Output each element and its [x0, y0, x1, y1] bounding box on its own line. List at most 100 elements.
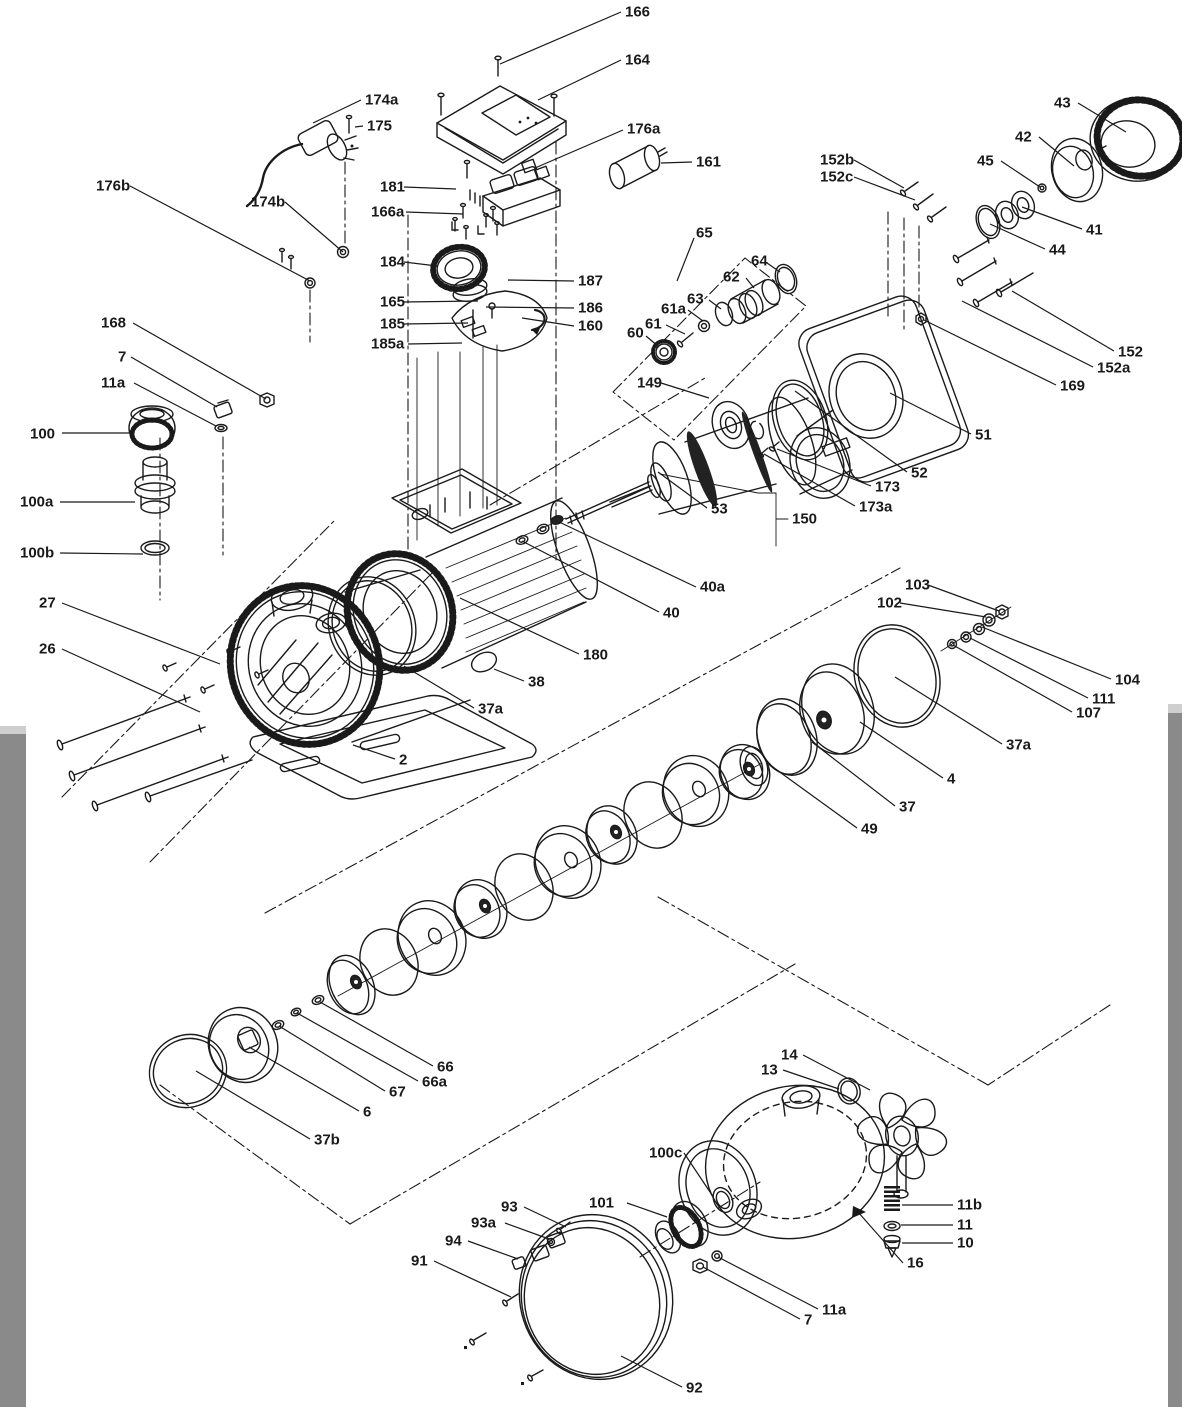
gasket-disc [494, 853, 554, 921]
part-label-152a: 152a [1097, 360, 1131, 377]
leader-line-37a_right [894, 676, 1003, 745]
leader-line-174b [284, 201, 344, 253]
part-label-45: 45 [977, 153, 994, 170]
leader-line-27 [61, 602, 221, 665]
leader-line-185 [403, 322, 469, 325]
diffuser-6 [207, 1006, 279, 1084]
screw-10 [883, 1234, 901, 1258]
part-label-111: 111 [1092, 691, 1115, 708]
leader-line-52 [794, 390, 908, 473]
leader-line-64 [766, 262, 781, 273]
leader-line-67 [278, 1025, 386, 1092]
screws-152-152a [952, 236, 1034, 308]
leader-line-7_bottom [702, 1266, 801, 1320]
screw-91 [501, 1293, 519, 1307]
part-label-62: 62 [723, 269, 740, 286]
leader-line-45 [1000, 160, 1041, 188]
leader-line-169 [923, 319, 1057, 386]
part-label-66a: 66a [422, 1074, 448, 1091]
part-label-10: 10 [957, 1235, 974, 1252]
plug-7-bottom [692, 1250, 723, 1274]
leader-line-173 [776, 448, 872, 487]
leader-line-13 [782, 1069, 840, 1090]
part-label-37a_left: 37a [478, 701, 504, 718]
leader-line-104 [981, 626, 1112, 680]
part-label-4: 4 [947, 771, 956, 788]
lower-stage-group [148, 994, 325, 1109]
part-label-11a_bottom: 11a [822, 1302, 847, 1319]
leader-line-168 [132, 322, 267, 400]
part-label-61: 61 [645, 316, 662, 333]
part-label-94: 94 [445, 1233, 462, 1250]
part-label-176b: 176b [96, 178, 130, 195]
leader-line-111 [969, 637, 1089, 699]
leader-line-65 [676, 237, 695, 282]
part-label-187: 187 [578, 273, 603, 290]
part-label-43: 43 [1054, 95, 1071, 112]
part-label-51: 51 [975, 427, 992, 444]
leader-line-165 [403, 300, 479, 303]
leader-line-92 [620, 1355, 683, 1388]
part-label-103: 103 [905, 577, 930, 594]
part-label-44: 44 [1049, 242, 1066, 259]
o-ring-11a-bottom [711, 1250, 723, 1262]
leader-line-41 [1021, 206, 1083, 230]
part-label-91: 91 [411, 1253, 428, 1270]
part-label-93: 93 [501, 1199, 518, 1216]
part-label-150: 150 [792, 511, 817, 528]
pump-base [249, 694, 537, 800]
screw-93 [555, 1221, 571, 1235]
bearing-cap-184 [430, 212, 500, 302]
small-screws [162, 646, 269, 694]
fan-group [975, 96, 1182, 240]
o-ring-100b [140, 540, 170, 556]
clamp-lug [546, 1231, 566, 1249]
leader-line-11a_bottom [717, 1256, 819, 1310]
ring-45 [1037, 183, 1047, 193]
part-label-65: 65 [696, 225, 713, 242]
screw-175 [345, 114, 354, 148]
leader-line-37a_left [403, 665, 475, 709]
part-label-166: 166 [625, 4, 650, 21]
part-label-27: 27 [39, 595, 56, 612]
leader-line-44 [989, 223, 1046, 250]
o-ring-100c [712, 1186, 734, 1214]
leader-line-100c [683, 1152, 713, 1196]
part-label-67: 67 [389, 1084, 406, 1101]
nut-103 [995, 604, 1009, 620]
valve-7 [213, 399, 233, 433]
part-label-37: 37 [899, 799, 916, 816]
part-label-49: 49 [861, 821, 878, 838]
o-ring-37b [148, 1033, 228, 1109]
part-label-176a: 176a [627, 121, 661, 138]
leader-line-11a [133, 382, 217, 427]
right-edge-bar [1168, 713, 1182, 1407]
leader-line-63 [708, 299, 722, 310]
part-label-41: 41 [1086, 222, 1103, 239]
part-label-40a: 40a [700, 579, 726, 596]
leader-line-185a [407, 342, 463, 345]
motor-fins [445, 517, 587, 653]
part-label-149: 149 [637, 375, 662, 392]
ring-187 [452, 278, 488, 296]
part-label-11a: 11a [101, 375, 126, 392]
diffuser-disc [396, 900, 467, 976]
washer-102 [982, 613, 996, 627]
leader-line-37 [811, 741, 896, 807]
leader-line-176b [129, 185, 311, 282]
part-label-186: 186 [578, 300, 603, 317]
part-label-168: 168 [101, 315, 126, 332]
page-edge-bars [0, 704, 1182, 1407]
leader-line-51 [889, 392, 972, 435]
part-label-63: 63 [687, 291, 704, 308]
diffuser-37 [756, 698, 818, 776]
construction-lines [61, 141, 1111, 1258]
screws-166a [451, 202, 497, 235]
leader-line-37b [195, 1070, 311, 1140]
capacitor-62 [727, 278, 781, 325]
clamp-ring-92 [464, 1213, 674, 1385]
leader-line-180 [459, 597, 580, 655]
leader-line-53 [657, 471, 708, 509]
